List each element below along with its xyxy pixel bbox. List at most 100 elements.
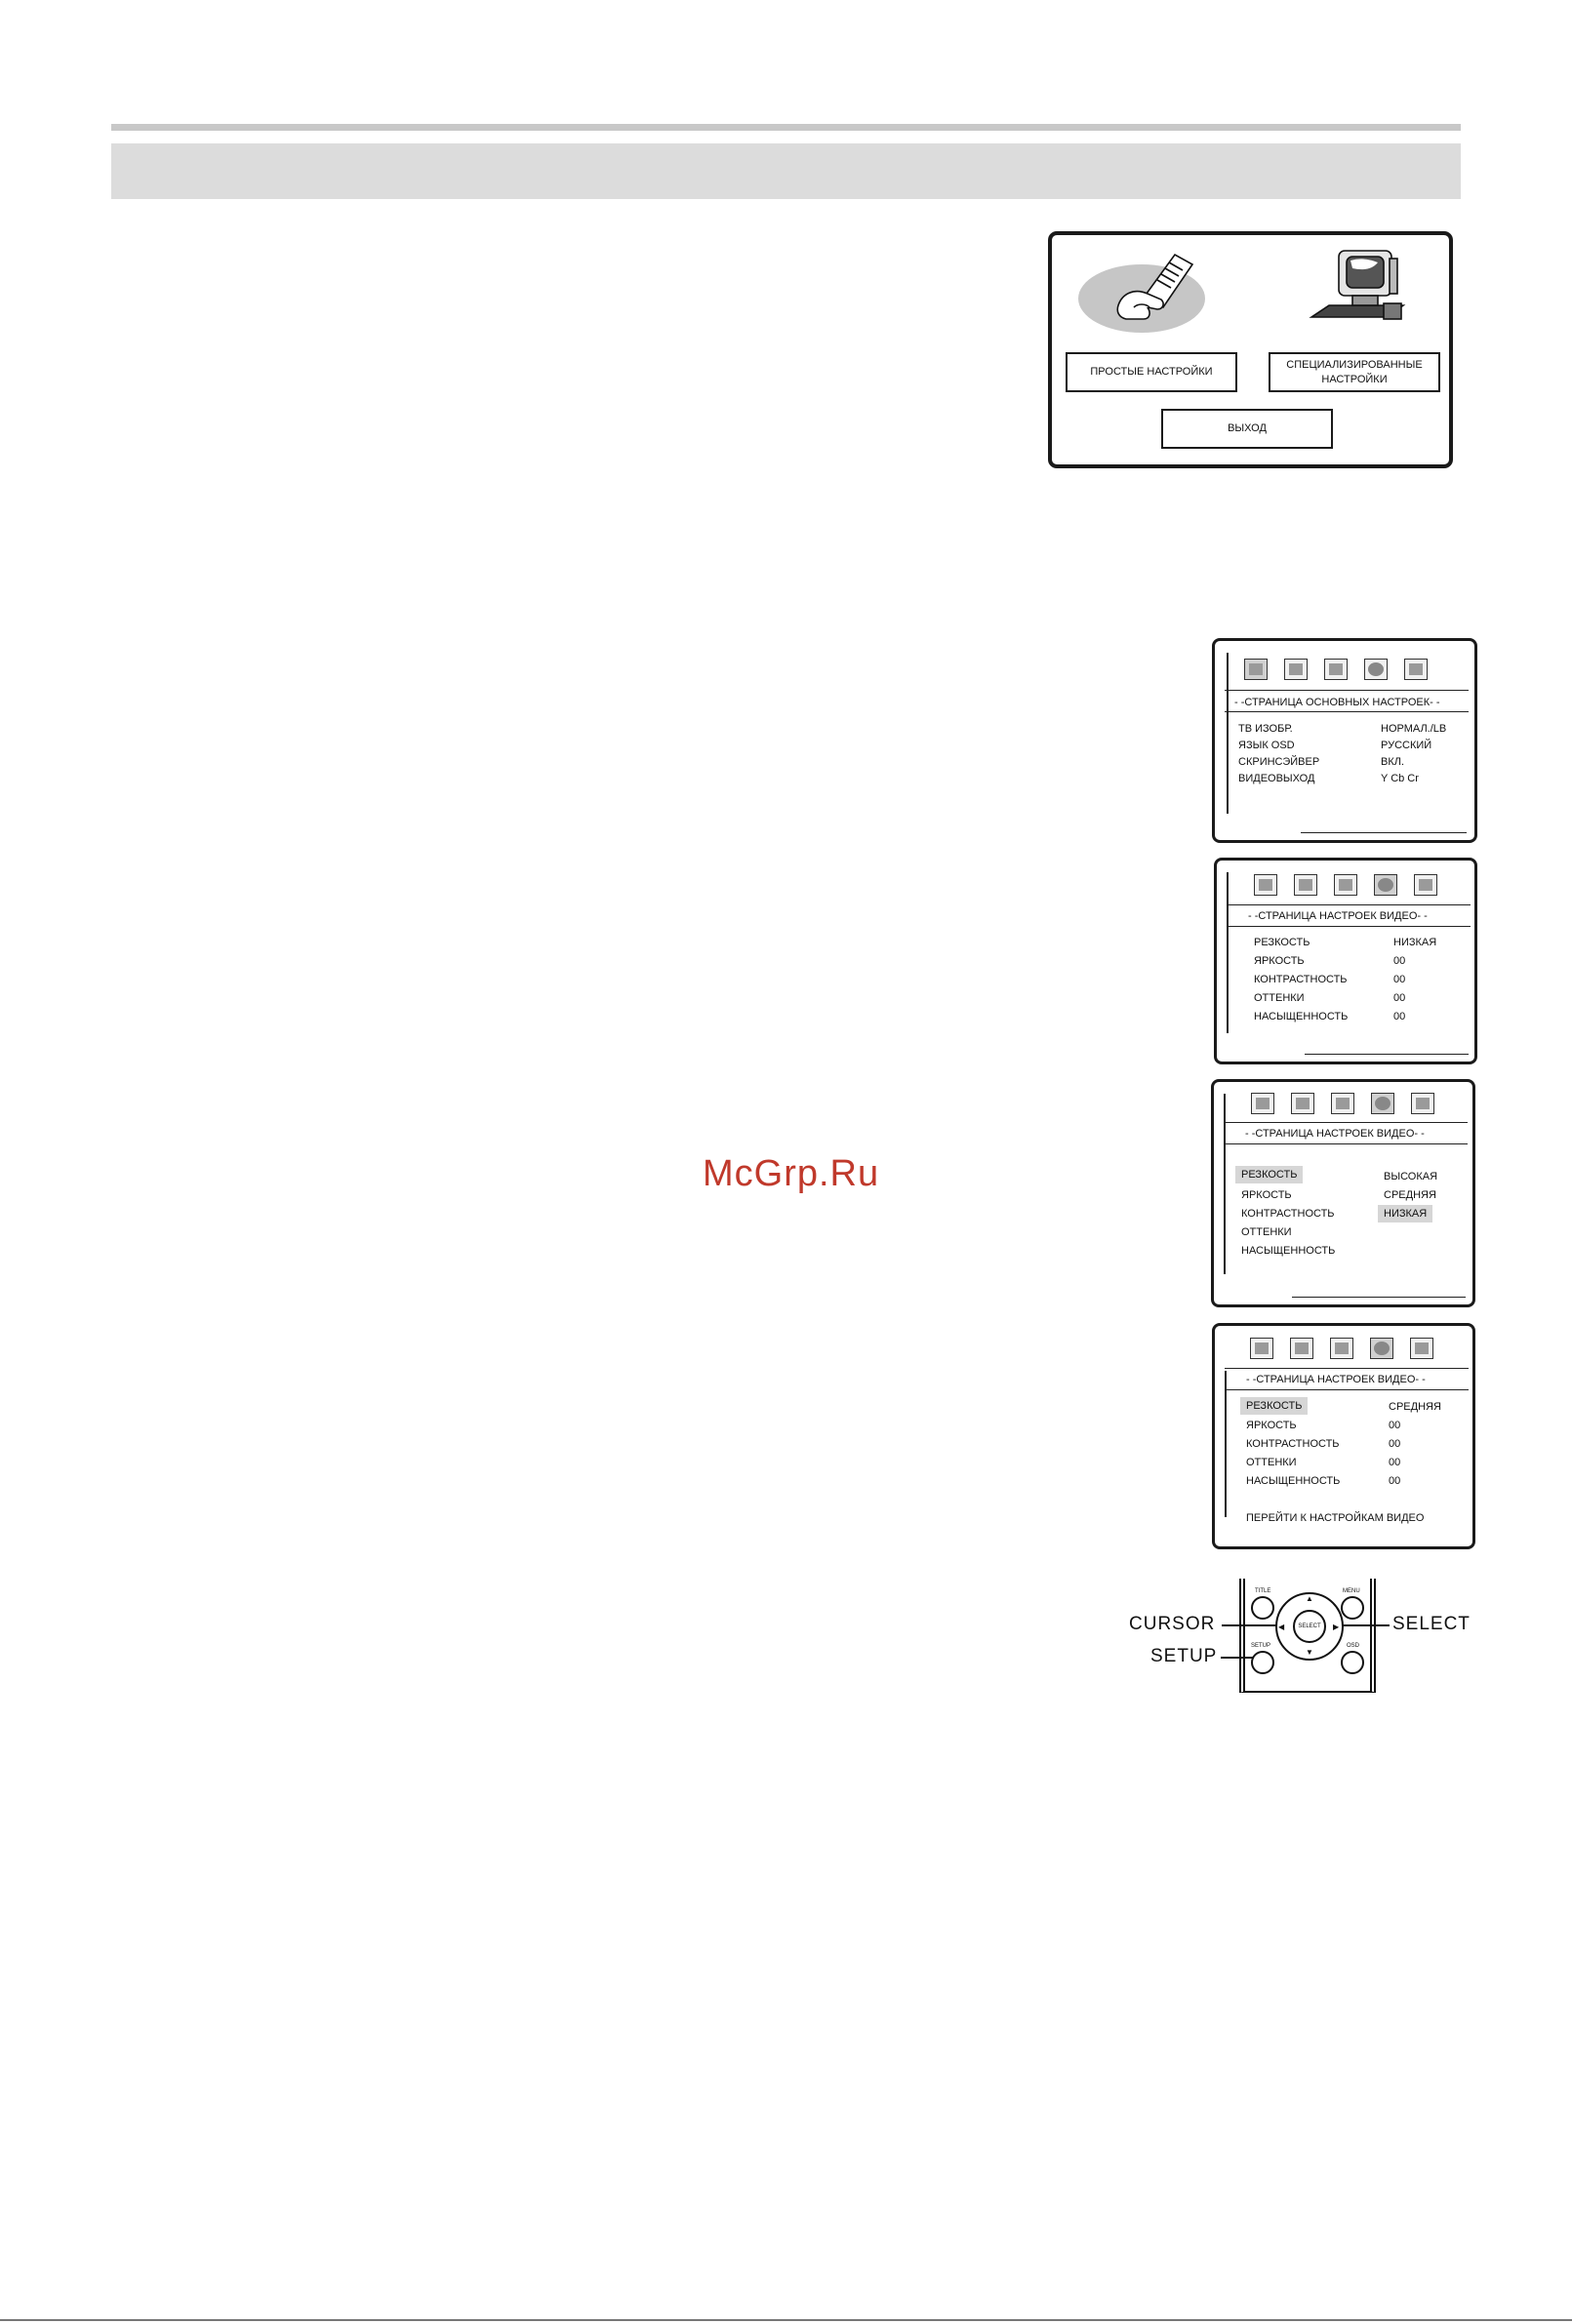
- arrow-down-icon[interactable]: ▼: [1306, 1648, 1313, 1657]
- preference-tab-icon[interactable]: [1404, 659, 1428, 680]
- video-tab-icon[interactable]: [1364, 659, 1388, 680]
- row-label[interactable]: ОТТЕНКИ: [1254, 992, 1305, 1004]
- row-value: 00: [1393, 1011, 1406, 1022]
- hand-remote-icon: [1116, 253, 1194, 320]
- dolby-tab-icon[interactable]: [1334, 874, 1357, 896]
- page-title: - -СТРАНИЦА НАСТРОЕК ВИДЕО- -: [1245, 1128, 1425, 1140]
- dolby-tab-icon[interactable]: [1331, 1093, 1354, 1114]
- cursor-ring[interactable]: [1275, 1592, 1344, 1661]
- screen-bottom-edge: [1305, 1054, 1469, 1055]
- sharpness-options-screen: - -СТРАНИЦА НАСТРОЕК ВИДЕО- - РЕЗКОСТЬ Я…: [1211, 1079, 1475, 1307]
- row-value: 00: [1389, 1420, 1401, 1431]
- screen-left-edge: [1225, 1371, 1227, 1517]
- row-label[interactable]: ОТТЕНКИ: [1246, 1457, 1297, 1468]
- audio-tab-icon[interactable]: [1290, 1338, 1313, 1359]
- select-button[interactable]: SELECT: [1293, 1610, 1326, 1643]
- setup-leader-line: [1221, 1657, 1254, 1659]
- row-label[interactable]: ЯРКОСТЬ: [1246, 1420, 1297, 1431]
- row-value: НИЗКАЯ: [1393, 937, 1437, 948]
- audio-tab-icon[interactable]: [1291, 1093, 1314, 1114]
- setup-menu-screen: ПРОСТЫЕ НАСТРОЙКИ СПЕЦИАЛИЗИРОВАННЫЕ НАС…: [1048, 231, 1453, 468]
- row-value: НОРМАЛ./LB: [1381, 723, 1447, 735]
- general-setup-page-screen: - -СТРАНИЦА ОСНОВНЫХ НАСТРОЕК- - ТВ ИЗОБ…: [1212, 638, 1477, 843]
- title-bottom-rule: [1227, 926, 1471, 927]
- computer-icon: [1309, 250, 1406, 320]
- menu-button[interactable]: [1341, 1596, 1364, 1620]
- row-label[interactable]: ТВ ИЗОБР.: [1238, 723, 1293, 735]
- row-label[interactable]: КОНТРАСТНОСТЬ: [1254, 974, 1348, 985]
- row-value: РУССКИЙ: [1381, 740, 1432, 751]
- remote-control-diagram: TITLE MENU ▲ ▼ ◀ ▶ SELECT SETUP OSD: [1239, 1579, 1376, 1693]
- row-label[interactable]: РЕЗКОСТЬ: [1254, 937, 1310, 948]
- title-bottom-rule: [1225, 1389, 1469, 1390]
- page-title: - -СТРАНИЦА НАСТРОЕК ВИДЕО- -: [1248, 910, 1428, 922]
- option-low-selected[interactable]: НИЗКАЯ: [1378, 1205, 1433, 1222]
- video-tab-icon[interactable]: [1371, 1093, 1394, 1114]
- bottom-rule: [0, 2319, 1572, 2321]
- setup-callout: SETUP: [1150, 1646, 1218, 1666]
- general-tab-icon[interactable]: [1251, 1093, 1274, 1114]
- row-label[interactable]: КОНТРАСТНОСТЬ: [1241, 1208, 1335, 1220]
- row-label[interactable]: СКРИНСЭЙВЕР: [1238, 756, 1320, 768]
- dolby-tab-icon[interactable]: [1330, 1338, 1353, 1359]
- video-setup-result-screen: - -СТРАНИЦА НАСТРОЕК ВИДЕО- - РЕЗКОСТЬ С…: [1212, 1323, 1475, 1549]
- simple-setup-button[interactable]: ПРОСТЫЕ НАСТРОЙКИ: [1066, 352, 1237, 392]
- row-value: 00: [1389, 1475, 1401, 1487]
- audio-tab-icon[interactable]: [1294, 874, 1317, 896]
- screen-bottom-edge: [1292, 1297, 1466, 1298]
- row-label[interactable]: ЯРКОСТЬ: [1241, 1189, 1292, 1201]
- row-label[interactable]: КОНТРАСТНОСТЬ: [1246, 1438, 1340, 1450]
- osd-button[interactable]: [1341, 1651, 1364, 1674]
- title-top-rule: [1225, 1368, 1469, 1369]
- title-button[interactable]: [1251, 1596, 1274, 1620]
- row-value: СРЕДНЯЯ: [1389, 1401, 1441, 1413]
- page-title: - -СТРАНИЦА ОСНОВНЫХ НАСТРОЕК- -: [1234, 697, 1440, 708]
- audio-tab-icon[interactable]: [1284, 659, 1308, 680]
- osd-tab-icons: [1254, 874, 1454, 896]
- menu-label: MENU: [1343, 1588, 1360, 1594]
- row-label-selected[interactable]: РЕЗКОСТЬ: [1235, 1166, 1304, 1183]
- row-value: 00: [1389, 1457, 1401, 1468]
- screen-left-edge: [1224, 1094, 1226, 1274]
- general-tab-icon[interactable]: [1254, 874, 1277, 896]
- setup-button[interactable]: [1251, 1651, 1274, 1674]
- preference-tab-icon[interactable]: [1411, 1093, 1434, 1114]
- arrow-up-icon[interactable]: ▲: [1306, 1594, 1313, 1603]
- title-label: TITLE: [1255, 1588, 1271, 1594]
- row-label[interactable]: НАСЫЩЕННОСТЬ: [1254, 1011, 1349, 1022]
- row-label[interactable]: ОТТЕНКИ: [1241, 1226, 1292, 1238]
- top-rule: [111, 124, 1461, 131]
- video-tab-icon[interactable]: [1370, 1338, 1393, 1359]
- osd-tab-icons: [1251, 1093, 1451, 1114]
- row-label[interactable]: НАСЫЩЕННОСТЬ: [1246, 1475, 1341, 1487]
- osd-label: OSD: [1347, 1643, 1360, 1649]
- title-top-rule: [1227, 904, 1471, 905]
- footer-hint: ПЕРЕЙТИ К НАСТРОЙКАМ ВИДЕО: [1246, 1512, 1425, 1524]
- select-callout: SELECT: [1392, 1614, 1471, 1634]
- option-high[interactable]: ВЫСОКАЯ: [1384, 1171, 1438, 1182]
- preference-tab-icon[interactable]: [1410, 1338, 1433, 1359]
- preference-tab-icon[interactable]: [1414, 874, 1437, 896]
- arrow-right-icon[interactable]: ▶: [1333, 1623, 1340, 1631]
- setup-label: SETUP: [1251, 1643, 1271, 1649]
- expert-setup-button[interactable]: СПЕЦИАЛИЗИРОВАННЫЕ НАСТРОЙКИ: [1269, 352, 1440, 392]
- remote-body: [1239, 1579, 1376, 1693]
- general-tab-icon[interactable]: [1250, 1338, 1273, 1359]
- option-medium[interactable]: СРЕДНЯЯ: [1384, 1189, 1436, 1201]
- select-leader-line: [1343, 1624, 1390, 1626]
- row-value: ВКЛ.: [1381, 756, 1405, 768]
- watermark: McGrp.Ru: [703, 1153, 880, 1194]
- cursor-callout: CURSOR: [1129, 1614, 1216, 1634]
- row-label-selected[interactable]: РЕЗКОСТЬ: [1240, 1397, 1309, 1415]
- title-bottom-rule: [1224, 1143, 1468, 1144]
- video-tab-icon[interactable]: [1374, 874, 1397, 896]
- arrow-left-icon[interactable]: ◀: [1278, 1623, 1285, 1631]
- dolby-tab-icon[interactable]: [1324, 659, 1348, 680]
- row-label[interactable]: ВИДЕОВЫХОД: [1238, 773, 1315, 784]
- row-label[interactable]: ЯРКОСТЬ: [1254, 955, 1305, 967]
- exit-button[interactable]: ВЫХОД: [1161, 409, 1333, 449]
- row-label[interactable]: НАСЫЩЕННОСТЬ: [1241, 1245, 1336, 1257]
- general-tab-icon[interactable]: [1244, 659, 1268, 680]
- row-label[interactable]: ЯЗЫК OSD: [1238, 740, 1295, 751]
- cursor-leader-line: [1222, 1624, 1276, 1626]
